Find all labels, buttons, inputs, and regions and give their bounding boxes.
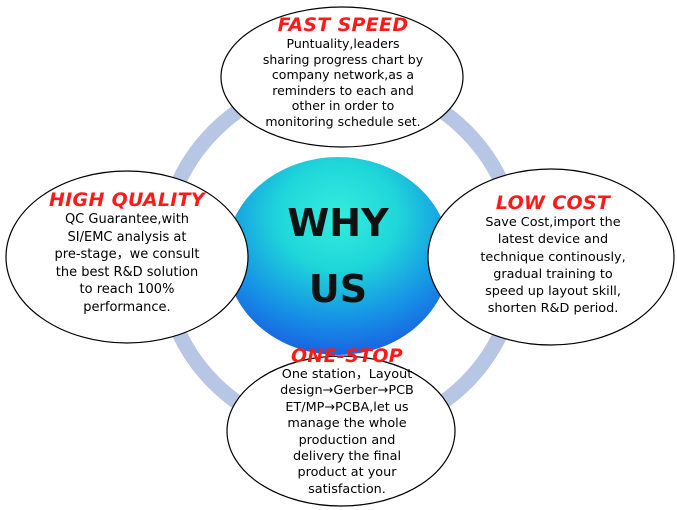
node-one-stop: ONE-STOP One station，Layout design→Gerbe… (247, 345, 447, 498)
description-line: technique continously, (480, 249, 626, 265)
description-line: shorten R&D period. (487, 301, 619, 317)
node-heading: ONE-STOP (290, 345, 404, 367)
bottom-ellipse (226, 355, 456, 507)
node-description: Save Cost,import the latest device and t… (480, 214, 625, 318)
description-line: speed up layout skill, (485, 284, 621, 300)
node-heading: LOW COST (495, 192, 611, 214)
description-line: ET/MP→PCBA,let us (285, 399, 409, 415)
description-line: other in order to (291, 98, 395, 113)
description-line: to reach 100% (79, 282, 175, 297)
description-line: sharing progress chart by (262, 51, 424, 67)
center-title-line1: WHY (287, 201, 389, 245)
description-line: pre-stage，we consult (54, 247, 200, 262)
description-line: reminders to each and (272, 82, 414, 98)
node-heading: HIGH QUALITY (48, 189, 205, 211)
node-fast-speed: FAST SPEED Puntuality,leaders sharing pr… (238, 14, 448, 129)
description-line: SI/EMC analysis at (67, 229, 187, 245)
description-line: performance. (83, 299, 171, 315)
node-low-cost: LOW COST Save Cost,import the latest dev… (440, 192, 666, 318)
center-title-line2: US (308, 267, 368, 311)
left-ellipse (5, 170, 249, 344)
description-line: gradual training to (493, 266, 613, 282)
node-high-quality: HIGH QUALITY QC Guarantee,with SI/EMC an… (22, 189, 232, 316)
description-line: manage the whole (287, 416, 407, 432)
description-line: production and (298, 432, 396, 448)
description-line: design→Gerber→PCB (280, 383, 414, 399)
description-line: company network,as a (271, 67, 415, 82)
description-line: One station，Layout (281, 367, 413, 382)
center-title: WHY US (253, 190, 423, 322)
description-line: delivery the final (292, 449, 402, 465)
description-line: latest device and (497, 232, 609, 248)
node-description: One station，Layout design→Gerber→PCB ET/… (280, 367, 414, 498)
node-heading: FAST SPEED (277, 14, 409, 36)
top-ellipse (220, 6, 464, 148)
right-ellipse (427, 168, 675, 346)
description-line: Puntuality,leaders (286, 36, 400, 51)
node-description: QC Guarantee,with SI/EMC analysis at pre… (55, 211, 200, 316)
description-line: QC Guarantee,with (64, 212, 190, 227)
description-line: the best R&D solution (55, 264, 199, 280)
description-line: monitoring schedule set. (265, 113, 421, 129)
node-description: Puntuality,leaders sharing progress char… (263, 36, 423, 129)
description-line: Save Cost,import the (485, 215, 621, 230)
description-line: satisfaction. (308, 481, 386, 497)
description-line: product at your (297, 465, 397, 481)
